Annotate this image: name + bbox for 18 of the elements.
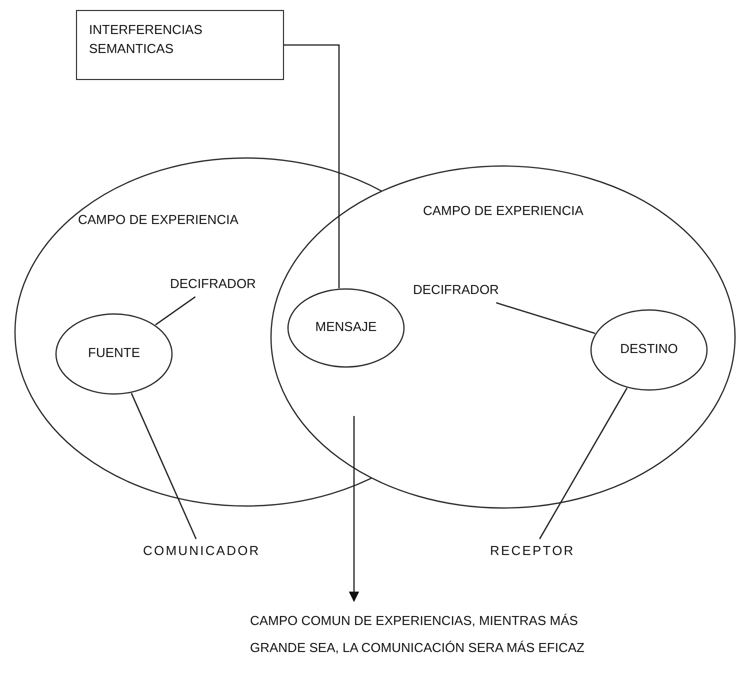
connector-line (284, 44, 340, 288)
connector-line (130, 392, 197, 540)
note-box (76, 10, 284, 80)
arrow (348, 416, 360, 602)
part-label: COMUNICADOR (143, 542, 260, 560)
part-label: DECIFRADOR (170, 275, 256, 293)
connector-line (539, 388, 628, 540)
part-label: RECEPTOR (490, 542, 575, 560)
part-label: DECIFRADOR (413, 281, 499, 299)
label-text: MENSAJE (315, 318, 377, 336)
note-text: CAMPO COMUN DE EXPERIENCIAS, MIENTRAS MÁS GRANDE SEA, LA COMUNICACIÓN SERA MÁS EFICAZ (250, 612, 586, 657)
label-text: DESTINO (620, 340, 678, 358)
label-text: CAMPO DE EXPERIENCIA (423, 202, 584, 220)
label-text: CAMPO DE EXPERIENCIA (78, 211, 238, 229)
connector-line (155, 296, 196, 326)
label-text: INTERFERENCIAS SEMANTICAS (89, 21, 204, 58)
label-text: FUENTE (88, 344, 140, 362)
connector-line (496, 302, 596, 334)
